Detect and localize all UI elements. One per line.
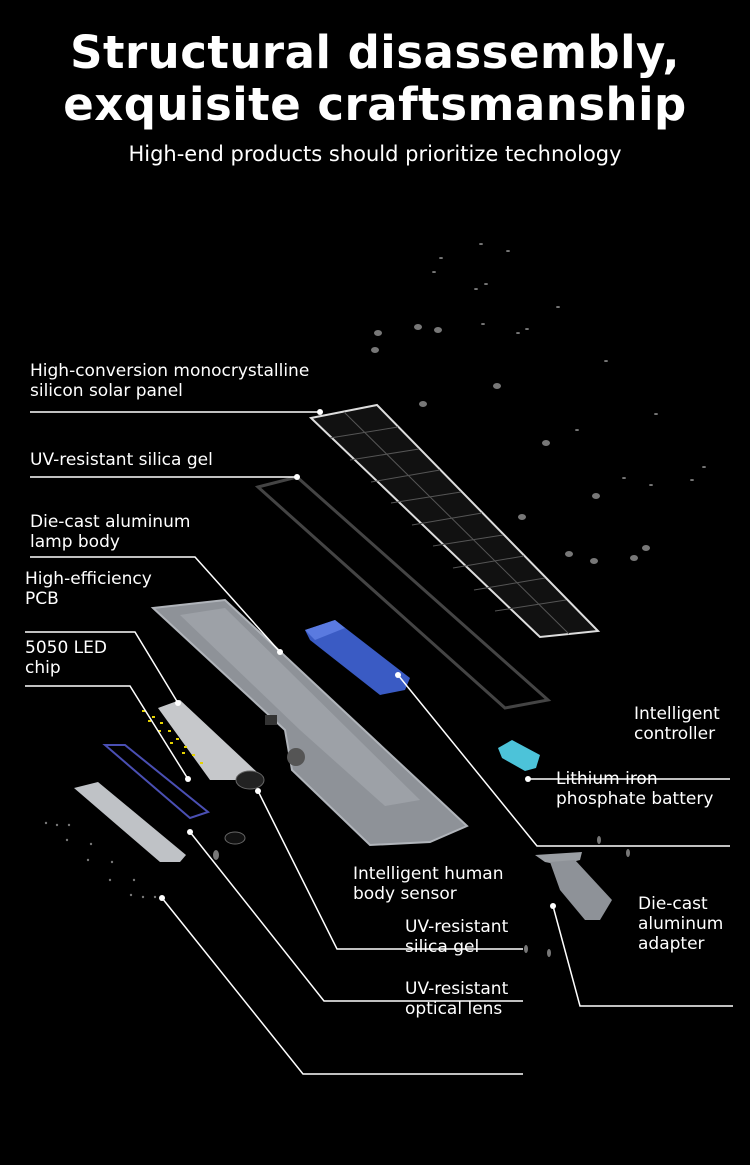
optical-lens bbox=[74, 782, 186, 862]
label-line: UV-resistant bbox=[405, 917, 509, 937]
human-body-sensor bbox=[224, 770, 265, 845]
leader-dots bbox=[159, 409, 556, 909]
silica-gel-blue bbox=[102, 744, 211, 820]
label-line: chip bbox=[25, 658, 61, 678]
solar-panel bbox=[308, 403, 601, 639]
label-line: UV-resistant silica gel bbox=[30, 450, 213, 470]
led-chip bbox=[142, 710, 203, 764]
silica-gel-frame bbox=[254, 475, 552, 710]
label-line: phosphate battery bbox=[556, 789, 714, 809]
label-line: silicon solar panel bbox=[30, 381, 183, 401]
label-line: High-conversion monocrystalline bbox=[30, 361, 310, 381]
label-line: UV-resistant bbox=[405, 979, 509, 999]
leader-lines bbox=[25, 411, 733, 1075]
label-line: Intelligent bbox=[634, 704, 720, 724]
label-line: High-efficiency bbox=[25, 569, 152, 589]
title-line-2: exquisite craftsmanship bbox=[63, 78, 687, 131]
label-line: body sensor bbox=[353, 884, 457, 904]
label-line: Die-cast bbox=[638, 894, 708, 914]
label-line: controller bbox=[634, 724, 716, 744]
label-line: 5050 LED bbox=[25, 638, 107, 658]
title-line-1: Structural disassembly, bbox=[70, 26, 680, 79]
label-line: adapter bbox=[638, 934, 705, 954]
label-line: Intelligent human bbox=[353, 864, 504, 884]
label-line: optical lens bbox=[405, 999, 503, 1019]
pcb bbox=[158, 700, 258, 780]
label-silica-gel-top: UV-resistant silica gel bbox=[30, 450, 213, 470]
adapter bbox=[535, 852, 612, 920]
battery bbox=[305, 620, 410, 695]
label-line: aluminum bbox=[638, 914, 724, 934]
lamp-body bbox=[150, 598, 469, 847]
label-line: Lithium iron bbox=[556, 769, 658, 789]
label-line: Die-cast aluminum bbox=[30, 512, 191, 532]
controller bbox=[498, 740, 540, 771]
subtitle: High-end products should prioritize tech… bbox=[128, 142, 622, 166]
label-line: silica gel bbox=[405, 937, 480, 957]
label-line: PCB bbox=[25, 589, 59, 609]
label-line: lamp body bbox=[30, 532, 120, 552]
screws bbox=[44, 243, 706, 957]
